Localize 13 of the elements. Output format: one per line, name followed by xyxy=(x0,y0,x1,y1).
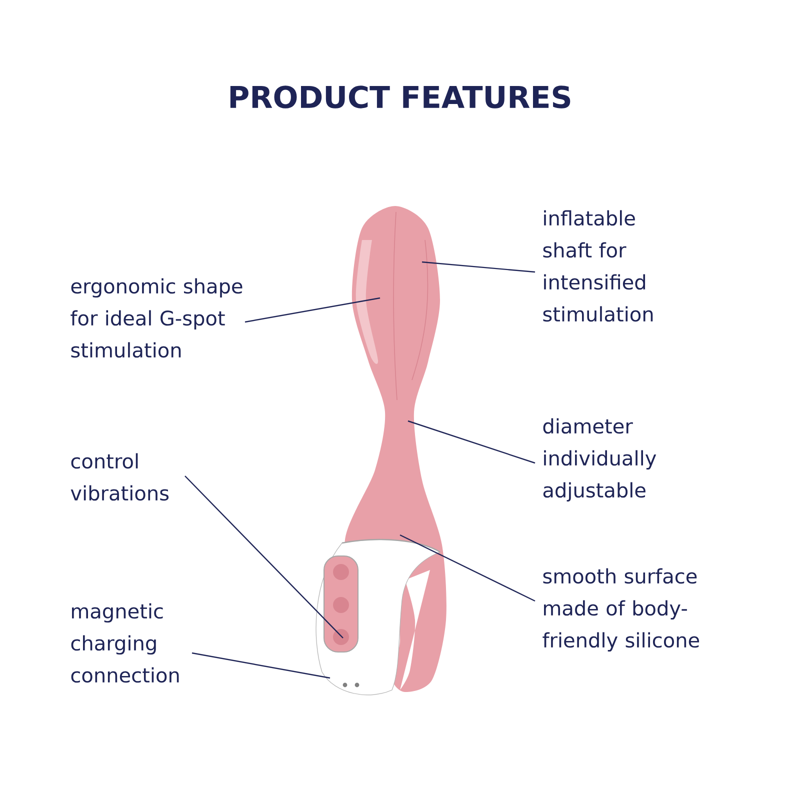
leader-line xyxy=(422,261,536,273)
leader-line xyxy=(184,476,344,638)
leader-line xyxy=(244,297,380,323)
feature-label: inflatable shaft for intensified stimulation xyxy=(543,210,653,322)
title: PRODUCT FEATURES xyxy=(230,86,570,108)
feature-label: diameter individually adjustable xyxy=(543,418,656,502)
feature-label: magnetic charging connection xyxy=(71,603,179,683)
feature-label: smooth surface made of body-friendly silicone xyxy=(542,568,700,652)
feature-label: control vibrations xyxy=(70,453,169,501)
feature-label: ergonomic shape for ideal G-spot stimulation xyxy=(70,278,242,358)
leader-line xyxy=(408,420,536,464)
leader-line xyxy=(400,534,536,602)
leader-line xyxy=(192,652,330,679)
